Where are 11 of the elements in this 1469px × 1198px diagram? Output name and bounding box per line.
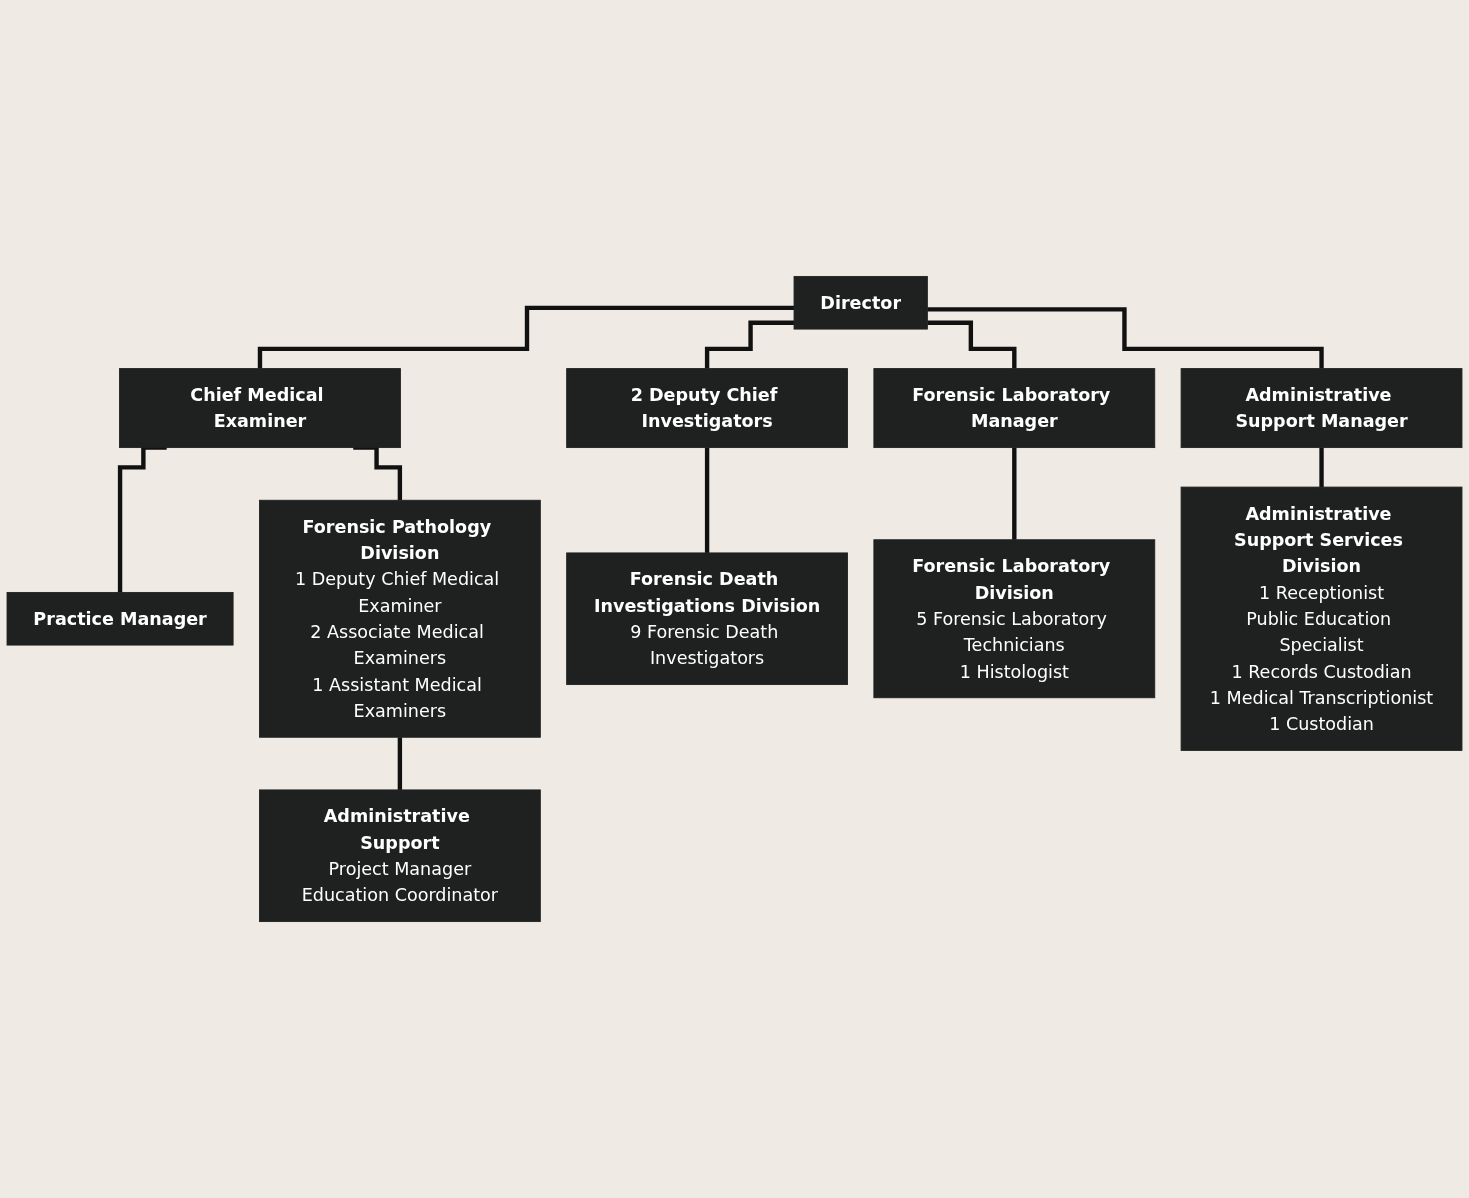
node-box: Forensic Laboratory Manager [873, 368, 1156, 448]
node-box: Administrative Support Manager [1180, 368, 1463, 448]
node-box: Forensic Laboratory Division 5 Forensic Laboratory Technicians 1 Histologist [873, 539, 1156, 699]
node-box: Practice Manager [6, 591, 234, 646]
node-box: Administrative Support Project Manager Education Coordinator [259, 789, 541, 923]
node-box: Administrative Support Services Division 1 Receptionist Public Education Specialist 1 Records Custodian 1 Medical Transcriptionist 1 Custodian [1180, 486, 1463, 751]
node-box: Chief Medical Examiner [119, 368, 401, 448]
node-box: Forensic Pathology Division 1 Deputy Chief Medical Examiner 2 Associate Medical Examiners 1 Assistant Medical Examiners [259, 499, 541, 738]
node-box: Director [793, 276, 928, 330]
node-box: Forensic Death Investigations Division 9 Forensic Death Investigators [566, 552, 848, 686]
node-box: 2 Deputy Chief Investigators [566, 368, 848, 448]
